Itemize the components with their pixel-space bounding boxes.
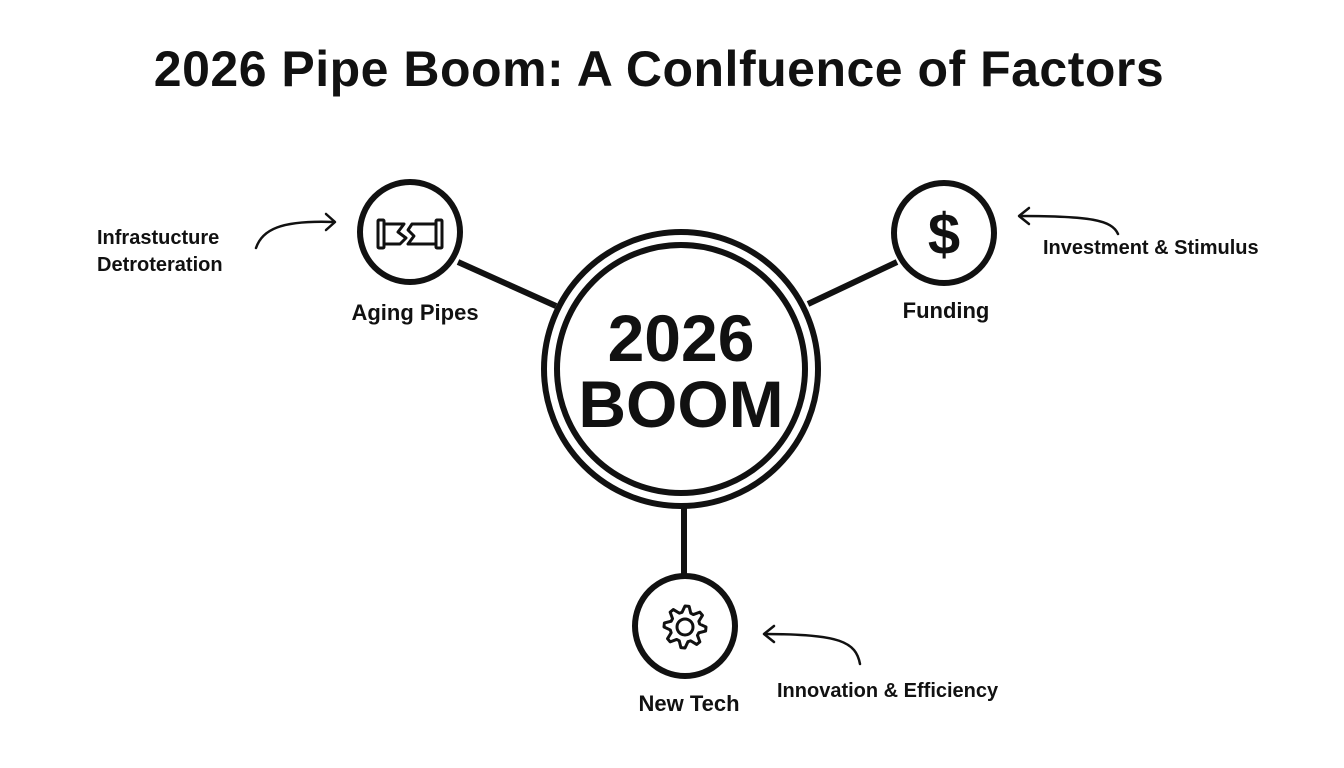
arrow-funding: [1018, 214, 1120, 236]
diagram-title: 2026 Pipe Boom: A Conlfuence of Factors: [153, 41, 1165, 97]
gear-icon: [662, 604, 708, 650]
node-funding: $: [891, 180, 997, 286]
note-aging-pipes-line2: Detroteration: [97, 254, 223, 276]
factor-label-funding: Funding: [902, 298, 990, 323]
hub-label: 2026 BOOM: [578, 305, 783, 437]
note-funding: Investment & Stimulus: [1043, 237, 1259, 259]
arrowhead-aging-pipes: [324, 212, 337, 232]
arrowhead-funding: [1017, 206, 1031, 226]
note-new-tech: Innovation & Efficiency: [777, 680, 999, 702]
connector-funding: [806, 259, 899, 307]
node-aging-pipes: [357, 179, 463, 285]
arrow-aging-pipes: [254, 220, 336, 250]
note-aging-pipes-line1: Infrastucture: [97, 227, 220, 249]
note-aging-pipes: Infrastucture Detroteration: [97, 225, 223, 279]
arrowhead-new-tech: [762, 624, 776, 644]
hub-label-line2: BOOM: [578, 367, 784, 441]
node-new-tech: [632, 573, 738, 679]
broken-pipe-icon: [376, 218, 444, 250]
hub-label-line1: 2026: [607, 301, 755, 375]
dollar-icon: $: [928, 202, 960, 267]
factor-label-aging-pipes: Aging Pipes: [351, 300, 479, 325]
connector-aging-pipes: [456, 259, 558, 309]
factor-label-new-tech: New Tech: [638, 691, 740, 716]
arrow-new-tech: [763, 632, 862, 666]
hub-node: [541, 229, 821, 509]
